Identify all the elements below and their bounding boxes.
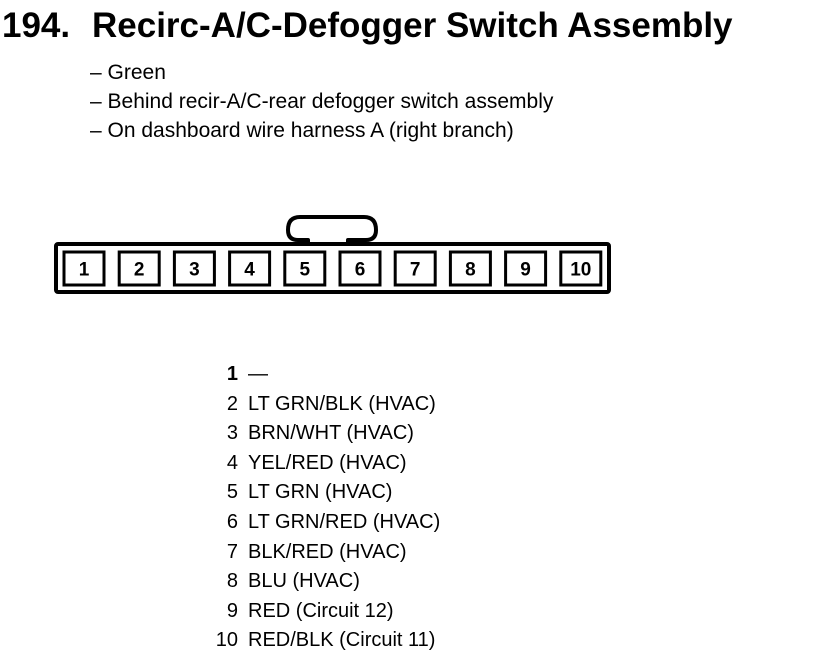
pin-description: LT GRN/RED (HVAC) bbox=[248, 510, 441, 533]
title-number: 194. bbox=[2, 6, 71, 45]
connector-cavity bbox=[228, 250, 272, 287]
pin-number: 6 bbox=[226, 510, 238, 533]
connector-cavity bbox=[393, 250, 437, 287]
pin-description: LT GRN (HVAC) bbox=[248, 481, 393, 504]
pin-description: BRN/WHT (HVAC) bbox=[248, 422, 414, 445]
connector-details: – Green – Behind recir-A/C-rear defogger… bbox=[90, 58, 553, 145]
pin-description: RED/BLK (Circuit 11) bbox=[248, 629, 436, 652]
pin-row: 3 BRN/WHT (HVAC) bbox=[200, 419, 440, 449]
pin-row: 6 LT GRN/RED (HVAC) bbox=[200, 508, 440, 538]
connector-cavity-label: 2 bbox=[134, 260, 145, 281]
pin-number: 8 bbox=[226, 570, 238, 593]
pin-description: BLK/RED (HVAC) bbox=[248, 540, 407, 563]
pin-row: 8 BLU (HVAC) bbox=[200, 567, 440, 597]
pin-number: 10 bbox=[215, 629, 238, 652]
pin-description: YEL/RED (HVAC) bbox=[248, 451, 407, 474]
connector-cavity bbox=[62, 250, 106, 287]
pin-number: 2 bbox=[226, 392, 238, 415]
pin-row: 7 BLK/RED (HVAC) bbox=[200, 538, 440, 568]
pin-number: 3 bbox=[226, 422, 238, 445]
title-text: Recirc-A/C-Defogger Switch Assembly bbox=[92, 6, 733, 45]
pin-description: LT GRN/BLK (HVAC) bbox=[248, 392, 436, 415]
connector-cavity bbox=[338, 250, 382, 287]
connector-cavity-label: 3 bbox=[189, 260, 200, 281]
connector-cavity bbox=[504, 250, 548, 287]
connector-cavity-label: 6 bbox=[355, 260, 366, 281]
connector-cavity bbox=[172, 250, 216, 287]
connector-cavity-label: 1 bbox=[79, 260, 90, 281]
connector-lock-tab bbox=[286, 215, 378, 245]
connector-cavity-label: 10 bbox=[570, 260, 591, 281]
connector-cavity bbox=[283, 250, 327, 287]
page-title: 194. Recirc-A/C-Defogger Switch Assembly bbox=[2, 2, 733, 50]
pin-description: BLU (HVAC) bbox=[248, 570, 360, 593]
pin-number: 1 bbox=[226, 363, 238, 385]
connector-cells: 1 2 3 4 5 6 7 8 9 10 bbox=[62, 250, 603, 287]
connector-cavity bbox=[559, 250, 603, 287]
connector-cavity-label: 7 bbox=[410, 260, 421, 281]
detail-color: – Green bbox=[90, 61, 166, 84]
pin-row: 4 YEL/RED (HVAC) bbox=[200, 449, 440, 479]
pin-number: 5 bbox=[226, 481, 238, 504]
pin-number: 4 bbox=[226, 451, 238, 474]
pin-description: — bbox=[248, 363, 268, 385]
connector-cavity-label: 4 bbox=[244, 260, 255, 281]
pin-description: RED (Circuit 12) bbox=[248, 599, 394, 622]
pin-number: 9 bbox=[226, 599, 238, 622]
detail-location: – Behind recir-A/C-rear defogger switch … bbox=[90, 90, 554, 113]
connector-cavity-label: 8 bbox=[465, 260, 476, 281]
connector-cavity bbox=[448, 250, 492, 287]
pin-number: 7 bbox=[226, 540, 238, 563]
pin-row: 2 LT GRN/BLK (HVAC) bbox=[200, 390, 440, 420]
connector-cavity-label: 5 bbox=[300, 260, 311, 281]
connector-cavity bbox=[117, 250, 161, 287]
pin-row: 5 LT GRN (HVAC) bbox=[200, 478, 440, 508]
connector-cavity-label: 9 bbox=[520, 260, 531, 281]
pin-row: 1— bbox=[200, 360, 440, 390]
pin-row: 10 RED/BLK (Circuit 11) bbox=[200, 626, 440, 656]
pin-row: 9 RED (Circuit 12) bbox=[200, 597, 440, 627]
detail-harness: – On dashboard wire harness A (right bra… bbox=[90, 119, 514, 142]
